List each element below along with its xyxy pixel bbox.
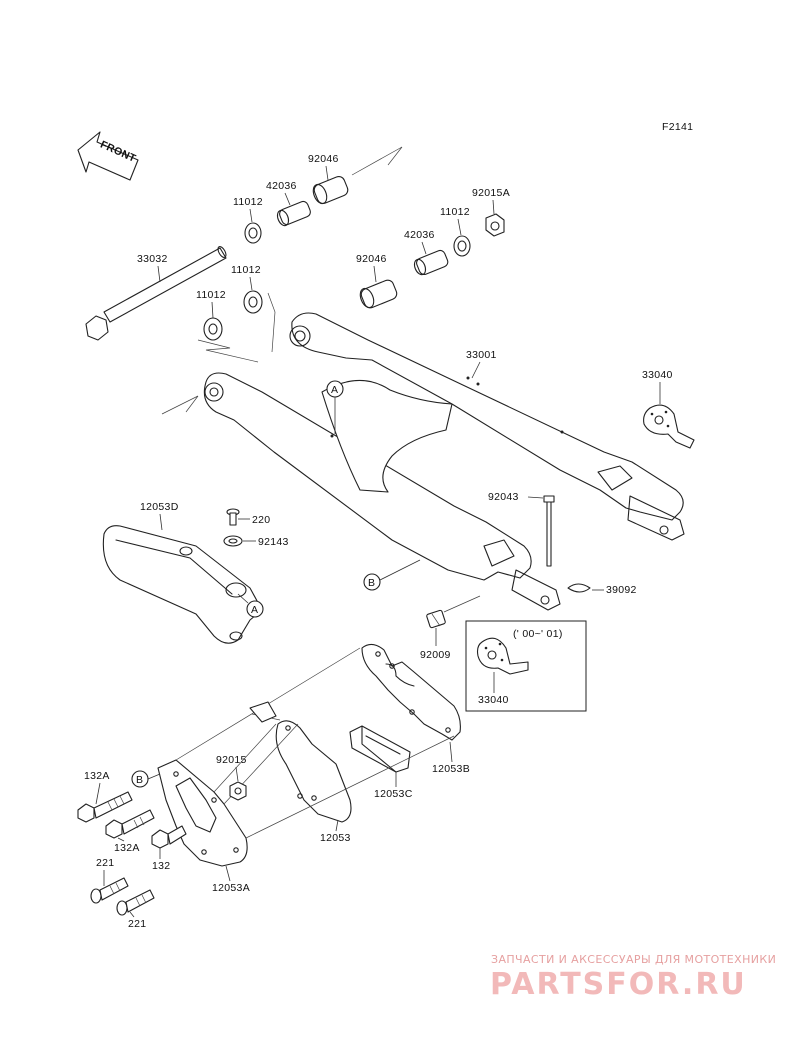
label-92046-top: 92046	[308, 153, 339, 165]
chain-slider-12053D	[102, 525, 263, 644]
callout-b-plate: B	[131, 770, 161, 788]
collar-92143	[223, 535, 243, 547]
callout-a-arm: A	[326, 380, 344, 434]
inset-box-2000-2001: (' 00~' 01) 33040	[465, 620, 587, 712]
label-42036-mid: 42036	[404, 229, 435, 241]
label-132A-b: 132A	[114, 842, 140, 854]
label-12053A: 12053A	[212, 882, 250, 894]
label-132A-a: 132A	[84, 770, 110, 782]
label-11012-d: 11012	[440, 206, 470, 218]
collar-42036-top	[276, 200, 311, 227]
oil-seal-11012-d	[453, 235, 471, 257]
label-33040-inset: 33040	[478, 694, 509, 706]
chain-guide-12053B	[361, 643, 461, 741]
stud-92009	[426, 609, 446, 629]
bolt-221-b	[116, 889, 155, 916]
svg-text:B: B	[136, 774, 143, 786]
nut-92015A	[485, 213, 505, 237]
chain-guide-12053	[275, 720, 352, 823]
oil-seal-11012-c	[203, 317, 223, 341]
clip-39092	[567, 583, 591, 593]
bolt-92043	[543, 495, 555, 567]
guide-line-top	[351, 146, 403, 176]
guide-line-mid	[267, 292, 276, 353]
label-33040-right: 33040	[642, 369, 673, 381]
label-42036-top: 42036	[266, 180, 297, 192]
screw-220	[226, 508, 240, 526]
label-12053B: 12053B	[432, 763, 470, 775]
pivot-shaft-33032	[85, 246, 227, 341]
svg-text:A: A	[331, 384, 338, 396]
chain-adjuster-33040-inset-icon	[476, 637, 529, 675]
label-33032: 33032	[137, 253, 168, 265]
bolt-132A-b	[105, 809, 155, 839]
bolt-132	[151, 825, 187, 849]
nut-92015	[229, 781, 247, 801]
chain-guide-block-12053C	[349, 725, 411, 773]
label-12053D: 12053D	[140, 501, 179, 513]
label-92046-mid: 92046	[356, 253, 387, 265]
label-11012-c: 11012	[196, 289, 226, 301]
label-221-b: 221	[128, 918, 146, 930]
label-92015A: 92015A	[472, 187, 510, 199]
collar-42036-mid	[413, 249, 449, 276]
bolt-221-a	[90, 877, 129, 904]
label-12053: 12053	[320, 832, 351, 844]
front-arrow-icon: FRONT	[77, 131, 139, 181]
label-220: 220	[252, 514, 270, 526]
callout-a-slider: A	[237, 593, 264, 618]
guide-line-arm	[161, 395, 199, 415]
diagram-code: F2141	[662, 121, 693, 133]
label-221-a: 221	[96, 857, 114, 869]
oil-seal-11012-a	[244, 222, 262, 244]
callout-b-arm: B	[363, 559, 421, 591]
label-92043: 92043	[488, 491, 519, 503]
needle-bearing-92046-top	[312, 175, 349, 205]
swingarm-33001	[203, 312, 685, 611]
label-92015: 92015	[216, 754, 247, 766]
guide-line-left	[197, 339, 259, 363]
label-11012-a: 11012	[233, 196, 263, 208]
chain-guide-12053A	[157, 759, 248, 867]
inset-note: (' 00~' 01)	[513, 628, 563, 640]
label-33001: 33001	[466, 349, 497, 361]
label-11012-b: 11012	[231, 264, 261, 276]
label-92143: 92143	[258, 536, 289, 548]
label-39092: 39092	[606, 584, 637, 596]
watermark-brand: PARTSFOR.RU	[490, 967, 747, 1002]
svg-text:A: A	[251, 604, 258, 616]
label-12053C: 12053C	[374, 788, 413, 800]
label-92009: 92009	[420, 649, 451, 661]
needle-bearing-92046-mid	[359, 279, 398, 309]
bolt-132A-a	[77, 791, 133, 823]
oil-seal-11012-b	[243, 290, 263, 314]
label-132: 132	[152, 860, 170, 872]
svg-text:B: B	[368, 577, 375, 589]
plate-edge	[249, 701, 277, 723]
watermark-tagline: ЗАПЧАСТИ И АКСЕССУАРЫ ДЛЯ МОТОТЕХНИКИ	[491, 953, 776, 966]
chain-adjuster-33040	[643, 404, 695, 449]
